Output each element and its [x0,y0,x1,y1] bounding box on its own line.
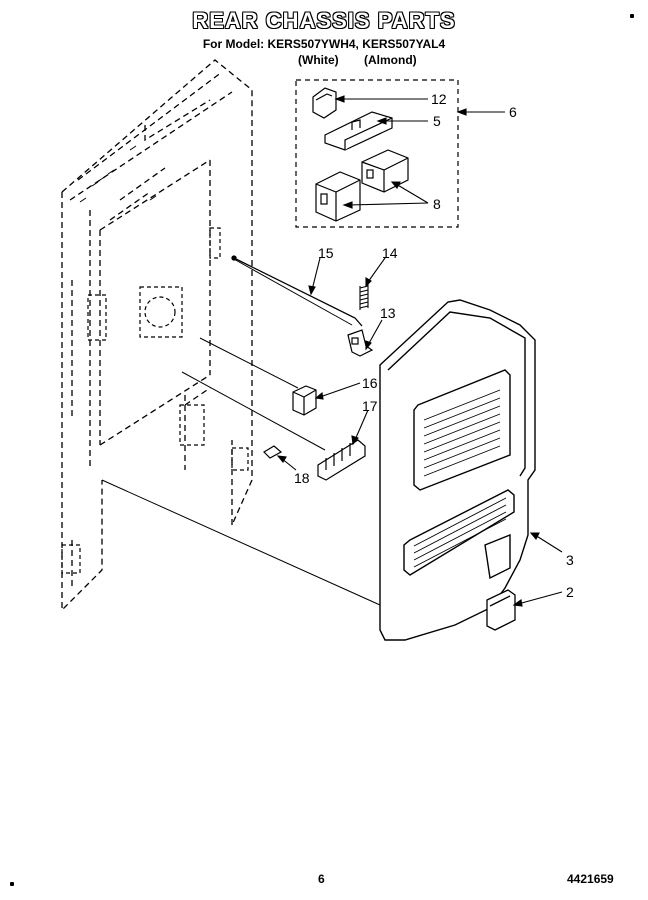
callout-15: 15 [318,245,334,261]
terminal-block-part-17 [317,439,366,481]
page-title: REAR CHASSIS PARTS [192,8,456,33]
corner-mark-top-right [630,14,634,18]
variant-almond: (Almond) [364,53,417,67]
document-number: 4421659 [567,872,614,886]
range-body-outline [61,59,253,612]
callout-14: 14 [382,245,398,261]
callout-12: 12 [431,91,447,107]
callout-3: 3 [566,552,574,568]
range-top-hatch [79,145,157,203]
range-side-features [61,227,249,574]
callout-16: 16 [362,375,378,391]
callout-leaders [276,95,563,607]
callout-2: 2 [566,584,574,600]
color-variants: (White) (Almond) [298,53,439,67]
callout-13: 13 [380,305,396,321]
page-number: 6 [318,872,325,886]
socket-part-16 [292,385,317,416]
callout-17: 17 [362,398,378,414]
variant-white: (White) [298,53,339,67]
corner-mark-bottom-left [10,882,14,886]
callout-6: 6 [509,104,517,120]
rod-part-15 [231,255,363,327]
callout-18: 18 [294,470,310,486]
block-part-8b [315,171,361,222]
callout-5: 5 [433,113,441,129]
clip-part-18 [263,445,283,459]
callout-8: 8 [433,196,441,212]
rear-panel-part-3 [379,299,536,641]
block-part-8a [361,149,409,193]
rear-panel-vent-slats [413,389,507,568]
bracket-group-box [295,79,459,228]
cover-part-2 [486,589,516,631]
clip-part-12 [312,87,337,119]
model-subtitle: For Model: KERS507YWH4, KERS507YAL4 [202,37,446,51]
bracket-part-5 [324,111,393,151]
spring-part-14 [359,284,369,310]
